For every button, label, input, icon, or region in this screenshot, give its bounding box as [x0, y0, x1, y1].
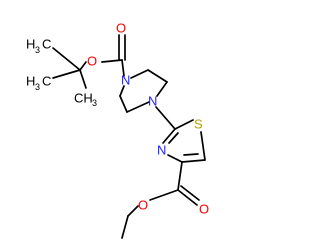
bond-thiazole-c2-to-s [174, 119, 194, 130]
atom-carbonyl-o-bottom: O [199, 202, 209, 217]
bond-quaternary-c-to-methyl-right [79, 69, 87, 89]
atom-piperazine-n-top: N [121, 73, 130, 88]
structure-canvas: O O N N S N O O H 3 C H 3 C CH 3 [26, 21, 209, 239]
atom-piperazine-n-bottom: N [148, 94, 157, 109]
methyl-right-subscript: 3 [92, 98, 97, 108]
bond-carbonyl-c-to-ester-o [101, 59, 123, 63]
bond-s-to-c5 [200, 131, 206, 161]
methyl-left-bottom-h: H [26, 74, 35, 89]
bond-ester-o-to-ch2 [127, 205, 139, 217]
bond-c4-to-ester-carbonyl-c [177, 161, 183, 191]
methyl-group-right: CH 3 [74, 91, 97, 109]
methyl-left-top-c: C [42, 37, 51, 52]
atom-ester-o-tbu: O [87, 54, 97, 69]
bond-c4-to-thiazole-n [167, 154, 183, 163]
bond-n-bottom-to-thiazole-c2 [155, 106, 176, 130]
methyl-group-left-bottom: H 3 C [26, 74, 51, 93]
bond-ester-carbonyl-c-to-o-double-b [180, 185, 200, 201]
bond-c-lower-right-to-n-bottom [156, 81, 168, 97]
atom-carbonyl-o-top: O [116, 21, 126, 36]
atom-thiazole-n: N [157, 143, 166, 158]
bond-quaternary-c-to-methyl-bottom [52, 69, 81, 79]
methyl-left-bottom-c: C [42, 74, 51, 89]
bond-n-top-to-c-upper-right [130, 69, 149, 79]
methyl-group-left-top: H 3 C [26, 37, 51, 56]
methyl-right-ch: CH [74, 91, 93, 106]
bond-c-upper-left-to-n-top [119, 85, 125, 97]
bond-n-bottom-to-c-lower-left [126, 101, 150, 113]
bond-c-lower-left-to-c-upper-left [119, 95, 128, 113]
bond-quaternary-c-to-methyl-top [52, 47, 81, 71]
bond-c5-to-c4-b [183, 153, 199, 156]
bond-thiazole-n-to-c2-a [162, 128, 176, 144]
methyl-left-top-subscript: 3 [35, 45, 40, 55]
bond-carbonyl-c-to-piperazine-n [121, 59, 125, 77]
bond-thiazole-n-to-c2-b [168, 132, 179, 144]
bond-ester-o-to-quaternary-c [79, 61, 87, 71]
bond-ester-carbonyl-c-to-o-double-a [177, 189, 198, 206]
bond-c5-to-c4-a [181, 159, 206, 163]
bond-ester-carbonyl-c-to-ester-o [149, 189, 179, 201]
atom-ester-o-ethyl: O [138, 198, 148, 213]
methyl-left-bottom-subscript: 3 [35, 82, 40, 92]
atom-thiazole-s: S [194, 117, 203, 132]
methyl-left-top-h: H [26, 37, 35, 52]
bond-c-upper-right-to-c-lower-right [147, 69, 168, 83]
bond-ch2-to-ch3 [121, 215, 129, 239]
molecule-structure: O O N N S N O O H 3 C H 3 C CH 3 [26, 21, 209, 239]
